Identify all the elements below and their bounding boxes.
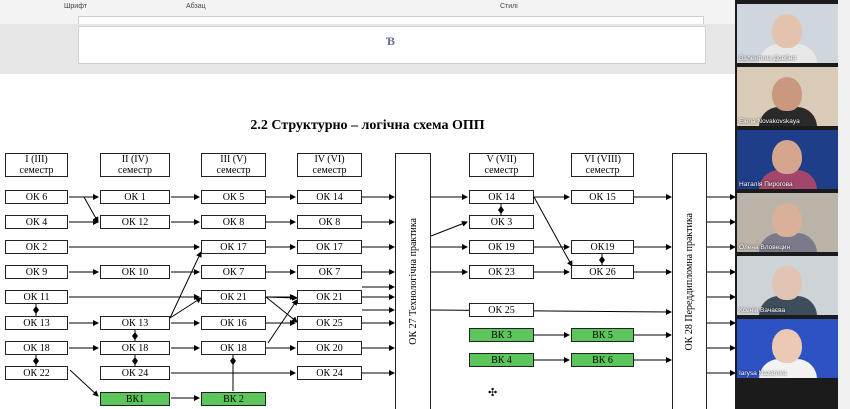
participant-torso <box>759 107 817 126</box>
practice-box-technological: ОК 27 Технологічна практика <box>395 153 431 409</box>
participant-name: Наталія Пирогова <box>739 181 793 188</box>
participant-name: Валентина Довбня <box>739 55 796 62</box>
course-box: ОК19 <box>571 240 634 254</box>
course-box: ОК 25 <box>297 316 362 330</box>
participant-name: Ксенія Вачаєва <box>739 307 786 314</box>
elective-box: ВК 4 <box>469 353 534 367</box>
course-box: ОК 9 <box>5 265 68 279</box>
participant-tile[interactable]: Iarysa Nazarova <box>737 319 839 378</box>
course-box: ОК 26 <box>571 265 634 279</box>
course-box: ОК 24 <box>100 366 170 380</box>
paragraph-group-label[interactable]: Абзац <box>186 3 206 10</box>
course-box: ОК 18 <box>201 341 266 355</box>
course-box: ОК 5 <box>201 190 266 204</box>
participant-name: Олена Вловецин <box>739 244 791 251</box>
participant-avatar <box>772 140 802 174</box>
course-box: ОК 22 <box>5 366 68 380</box>
course-box: ОК 18 <box>5 341 68 355</box>
course-box: ОК 14 <box>297 190 362 204</box>
move-cursor-icon: ✣ <box>488 387 498 399</box>
semester-header-5: V (VII) семестр <box>469 153 534 177</box>
previous-page <box>78 26 706 64</box>
video-participants-panel: Валентина Довбня Elena Novakovskaya Ната… <box>735 0 850 409</box>
participant-torso <box>759 296 817 315</box>
course-box: ОК 20 <box>297 341 362 355</box>
course-box: ОК 25 <box>469 303 534 317</box>
course-box: ОК 18 <box>100 341 170 355</box>
elective-box: ВК 2 <box>201 392 266 406</box>
practice-label: ОК 27 Технологічна практика <box>407 218 419 345</box>
course-box: ОК 11 <box>5 290 68 304</box>
course-box: ОК 16 <box>201 316 266 330</box>
course-box: ОК 12 <box>100 215 170 229</box>
diagram-connectors <box>33 194 735 401</box>
course-box: ОК 17 <box>201 240 266 254</box>
semester-header-1: I (III) семестр <box>5 153 68 177</box>
page-glyph: Ɓ <box>386 34 396 48</box>
participant-name: Elena Novakovskaya <box>739 118 800 125</box>
participant-avatar <box>772 14 802 48</box>
course-box: ОК 4 <box>5 215 68 229</box>
participant-avatar <box>772 77 802 111</box>
semester-header-2: II (IV) семестр <box>100 153 170 177</box>
styles-group-label[interactable]: Стилі <box>500 3 518 10</box>
semester-header-3: III (V) семестр <box>201 153 266 177</box>
course-box: ОК 7 <box>297 265 362 279</box>
participant-avatar <box>772 266 802 300</box>
participant-tile[interactable]: Elena Novakovskaya <box>737 67 839 126</box>
course-box: ОК 2 <box>5 240 68 254</box>
course-box: ОК 15 <box>571 190 634 204</box>
practice-label: ОК 28 Переддипломна практика <box>684 212 695 351</box>
elective-box: ВК 5 <box>571 328 634 342</box>
participant-tile[interactable]: Олена Вловецин <box>737 193 839 252</box>
course-box: ОК 17 <box>297 240 362 254</box>
course-box: ОК 14 <box>469 190 534 204</box>
course-box: ОК 10 <box>100 265 170 279</box>
course-box: ОК 21 <box>297 290 362 304</box>
course-box: ОК 19 <box>469 240 534 254</box>
elective-box: ВК1 <box>100 392 170 406</box>
participant-tile[interactable]: Ксенія Вачаєва <box>737 256 839 315</box>
course-box: ОК 24 <box>297 366 362 380</box>
font-group-label[interactable]: Шрифт <box>64 3 88 10</box>
course-box: ОК 21 <box>201 290 266 304</box>
semester-header-6: VI (VIII) семестр <box>571 153 634 177</box>
course-box: ОК 1 <box>100 190 170 204</box>
participant-torso <box>759 233 817 252</box>
vertical-scrollbar[interactable] <box>838 0 850 409</box>
participant-avatar <box>772 329 802 363</box>
course-box: ОК 13 <box>100 316 170 330</box>
elective-box: ВК 6 <box>571 353 634 367</box>
course-box: ОК 8 <box>297 215 362 229</box>
course-box: ОК 23 <box>469 265 534 279</box>
course-box: ОК 8 <box>201 215 266 229</box>
course-box: ОК 6 <box>5 190 68 204</box>
participant-torso <box>759 359 817 378</box>
course-box: ОК 3 <box>469 215 534 229</box>
elective-box: ВК 3 <box>469 328 534 342</box>
participant-tile[interactable]: Валентина Довбня <box>737 4 839 63</box>
participant-avatar <box>772 203 802 237</box>
course-box: ОК 13 <box>5 316 68 330</box>
diagram-title: 2.2 Структурно – логічна схема ОПП <box>250 118 485 133</box>
course-box: ОК 7 <box>201 265 266 279</box>
semester-header-4: IV (VI) семестр <box>297 153 362 177</box>
participant-torso <box>759 44 817 63</box>
participant-tile[interactable]: Наталія Пирогова <box>737 130 839 189</box>
participant-name: Iarysa Nazarova <box>739 370 787 377</box>
practice-box-prediploma: ОК 28 Переддипломна практика <box>672 153 707 409</box>
participant-torso <box>759 170 817 189</box>
